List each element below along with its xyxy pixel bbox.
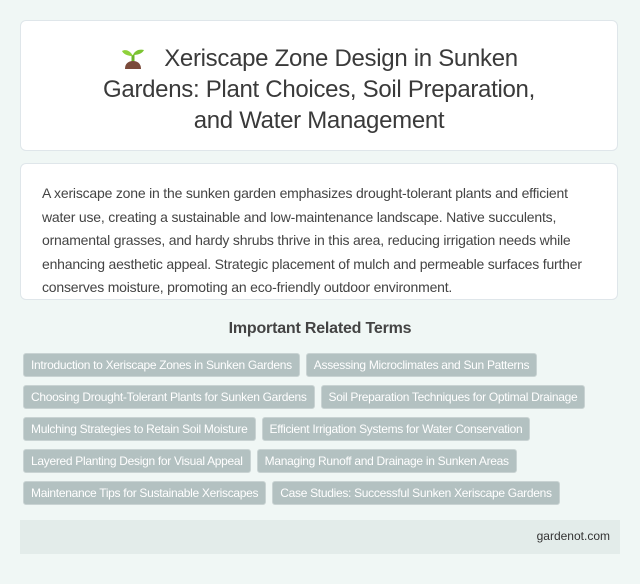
page-title-text: Xeriscape Zone Design in Sunken Gardens:… bbox=[103, 45, 535, 134]
related-term-tag[interactable]: Choosing Drought-Tolerant Plants for Sun… bbox=[23, 385, 315, 409]
description-card: A xeriscape zone in the sunken garden em… bbox=[20, 163, 618, 300]
footer: gardenot.com bbox=[20, 520, 620, 554]
related-term-tag[interactable]: Mulching Strategies to Retain Soil Moist… bbox=[23, 417, 256, 441]
related-terms-heading: Important Related Terms bbox=[228, 320, 412, 337]
site-name: gardenot.com bbox=[536, 529, 610, 543]
related-term-tag[interactable]: Assessing Microclimates and Sun Patterns bbox=[305, 353, 538, 377]
related-term-tag[interactable]: Maintenance Tips for Sustainable Xerisca… bbox=[23, 481, 267, 505]
seedling-icon bbox=[122, 49, 145, 69]
description-text: A xeriscape zone in the sunken garden em… bbox=[42, 185, 582, 295]
related-term-tag[interactable]: Layered Planting Design for Visual Appea… bbox=[23, 449, 251, 473]
related-term-tag[interactable]: Efficient Irrigation Systems for Water C… bbox=[261, 417, 531, 441]
header-card: Xeriscape Zone Design in Sunken Gardens:… bbox=[20, 20, 618, 151]
related-term-tag[interactable]: Managing Runoff and Drainage in Sunken A… bbox=[256, 449, 517, 473]
page-title: Xeriscape Zone Design in Sunken Gardens:… bbox=[21, 43, 617, 136]
related-term-tag[interactable]: Soil Preparation Techniques for Optimal … bbox=[320, 385, 586, 409]
related-terms-list: Introduction to Xeriscape Zones in Sunke… bbox=[23, 353, 623, 505]
related-term-tag[interactable]: Case Studies: Successful Sunken Xeriscap… bbox=[272, 481, 560, 505]
related-term-tag[interactable]: Introduction to Xeriscape Zones in Sunke… bbox=[23, 353, 300, 377]
